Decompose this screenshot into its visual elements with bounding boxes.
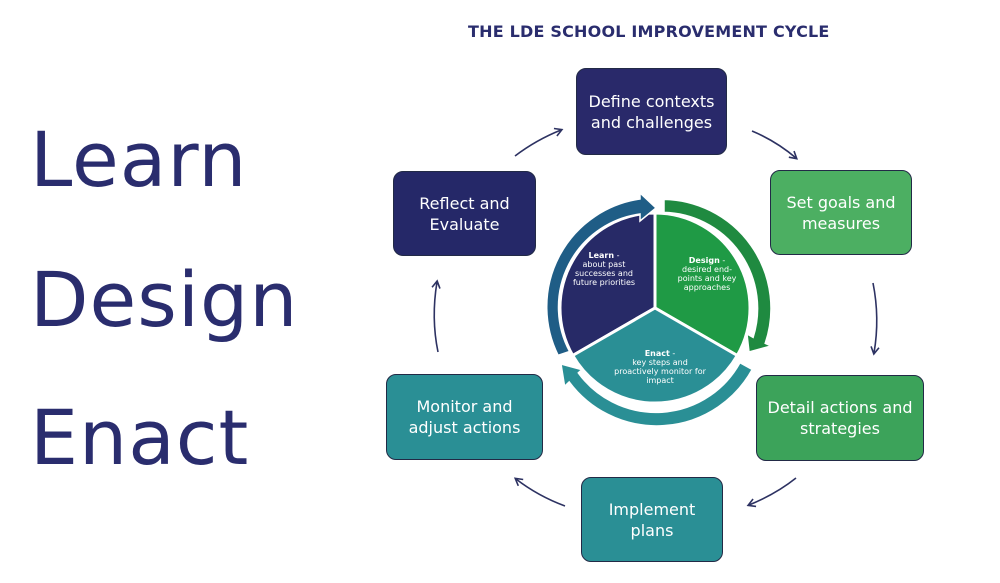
step-implement-plans: Implement plans — [581, 477, 723, 562]
arrow-monitor-to-reflect — [431, 279, 441, 353]
step-implement-label: Implement plans — [608, 499, 696, 540]
center-design-text: Design - desired end-points and key appr… — [677, 256, 737, 292]
center-enact-description: key steps and proactively monitor for im… — [614, 358, 706, 385]
arrow-detail-to-implement — [746, 477, 797, 508]
center-design-description: desired end-points and key approaches — [677, 265, 737, 292]
diagram-title: THE LDE SCHOOL IMPROVEMENT CYCLE — [468, 22, 830, 41]
step-set-goals: Set goals and measures — [770, 170, 912, 255]
step-reflect-label: Reflect and Evaluate — [419, 193, 510, 234]
center-learn-description: about past successes and future prioriti… — [572, 260, 636, 287]
arrow-reflect-to-define — [514, 127, 564, 157]
step-reflect-evaluate: Reflect and Evaluate — [393, 171, 536, 256]
center-enact-label: Enact — [644, 349, 670, 358]
center-learn-text: Learn - about past successes and future … — [572, 251, 636, 287]
arrow-goals-to-detail — [870, 282, 880, 356]
center-learn-label: Learn — [588, 251, 615, 260]
arrow-define-to-goals — [751, 130, 798, 160]
center-enact-segment — [570, 306, 740, 405]
enact-word: Enact — [30, 393, 250, 482]
center-design-label: Design — [688, 256, 720, 265]
center-design-segment — [653, 211, 752, 358]
step-monitor-label: Monitor and adjust actions — [408, 397, 521, 437]
center-enact-text: Enact - key steps and proactively monito… — [614, 349, 706, 385]
step-detail-actions: Detail actions and strategies — [756, 375, 924, 461]
learn-arrow-band — [546, 191, 658, 357]
enact-arrow-band — [560, 361, 754, 427]
step-monitor-adjust: Monitor and adjust actions — [386, 374, 543, 460]
step-goals-label: Set goals and measures — [786, 192, 896, 233]
arrow-implement-to-monitor — [513, 477, 566, 507]
design-arrow-band — [663, 198, 774, 353]
step-detail-label: Detail actions and strategies — [767, 398, 913, 438]
step-define-contexts: Define contexts and challenges — [576, 68, 727, 155]
design-word: Design — [30, 255, 299, 344]
step-define-label: Define contexts and challenges — [588, 91, 715, 132]
learn-word: Learn — [30, 115, 248, 204]
